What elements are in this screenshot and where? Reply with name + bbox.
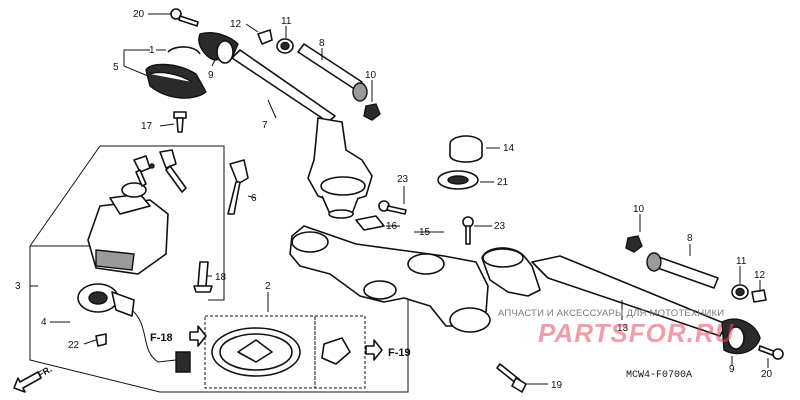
left-handlebar <box>198 32 373 219</box>
callout-13: 13 <box>617 323 629 334</box>
right-handlebar <box>481 247 761 355</box>
callout-8-upper: 8 <box>319 38 325 49</box>
callout-6: 6 <box>251 193 257 204</box>
fr-arrow-icon <box>13 371 42 393</box>
callout-12-upper: 12 <box>230 19 242 30</box>
callout-11-upper: 11 <box>281 16 292 27</box>
washer-21 <box>437 170 479 190</box>
callout-10-upper: 10 <box>365 70 377 81</box>
ref-f19: F-19 <box>388 347 411 359</box>
switch-4 <box>77 283 191 373</box>
bolt-23-left <box>378 200 407 215</box>
diagram-code: MCW4-F0700A <box>626 370 692 381</box>
cover-5 <box>145 63 207 99</box>
watermark-logo: PARTSFOR.RU <box>538 318 735 348</box>
bolt-17 <box>173 111 187 133</box>
callout-labels: 20 12 11 8 1 5 9 10 7 17 14 21 23 6 16 1… <box>15 9 773 391</box>
weight-rod-upper <box>297 43 368 102</box>
callout-23-right: 23 <box>494 221 506 232</box>
watermark-text: АПЧАСТИ И АКСЕССУАРЫ ДЛЯ МОТОТЕХНИКИ <box>498 308 724 319</box>
screw-22 <box>95 333 107 347</box>
callout-14: 14 <box>503 143 515 154</box>
callout-19: 19 <box>551 380 563 391</box>
washer-11-upper <box>276 38 294 54</box>
cap-box-2 <box>204 315 366 389</box>
callout-16: 16 <box>386 221 398 232</box>
callout-17: 17 <box>141 121 153 132</box>
callout-9-lower: 9 <box>729 364 735 375</box>
bolt-20-upper <box>170 8 199 27</box>
callout-21: 21 <box>497 177 509 188</box>
ring-1 <box>167 46 201 55</box>
callout-20-lower: 20 <box>761 369 773 380</box>
callout-18: 18 <box>215 272 227 283</box>
top-bridge-15 <box>289 225 491 333</box>
callout-5: 5 <box>113 62 119 73</box>
callout-15: 15 <box>419 227 431 238</box>
cap-16 <box>355 215 385 231</box>
ignition-switch <box>87 182 169 275</box>
callout-2: 2 <box>265 281 271 292</box>
callout-11-lower: 11 <box>736 256 747 267</box>
callout-22: 22 <box>68 340 80 351</box>
f19-arrow-icon <box>365 339 383 361</box>
callout-4: 4 <box>41 317 47 328</box>
callout-7: 7 <box>262 120 268 131</box>
clip-12-lower <box>751 289 767 303</box>
bolt-20-lower <box>758 345 784 360</box>
bolt-icon <box>496 363 527 393</box>
clip-12-upper <box>257 29 273 45</box>
washer-11-lower <box>731 284 749 300</box>
ref-fr: FR. <box>36 364 54 380</box>
f18-arrow-icon <box>189 325 207 347</box>
callout-23-left: 23 <box>397 174 409 185</box>
callout-9-upper: 9 <box>208 70 214 81</box>
callout-1: 1 <box>149 45 155 56</box>
keys-group <box>133 149 187 193</box>
key-icon <box>227 159 249 215</box>
callout-20-upper: 20 <box>133 9 145 20</box>
callout-10-lower: 10 <box>633 204 645 215</box>
bolt-18 <box>193 261 213 293</box>
callout-3: 3 <box>15 281 21 292</box>
nut-10-upper <box>363 103 381 121</box>
nut-14 <box>449 135 483 163</box>
leader-lines <box>30 13 769 385</box>
ref-f18: F-18 <box>150 332 173 344</box>
callout-8-lower: 8 <box>687 233 693 244</box>
callout-12-lower: 12 <box>754 270 766 281</box>
bolt-23-right <box>462 216 474 245</box>
nut-10-lower <box>625 235 643 253</box>
weight-rod-lower <box>646 252 719 289</box>
